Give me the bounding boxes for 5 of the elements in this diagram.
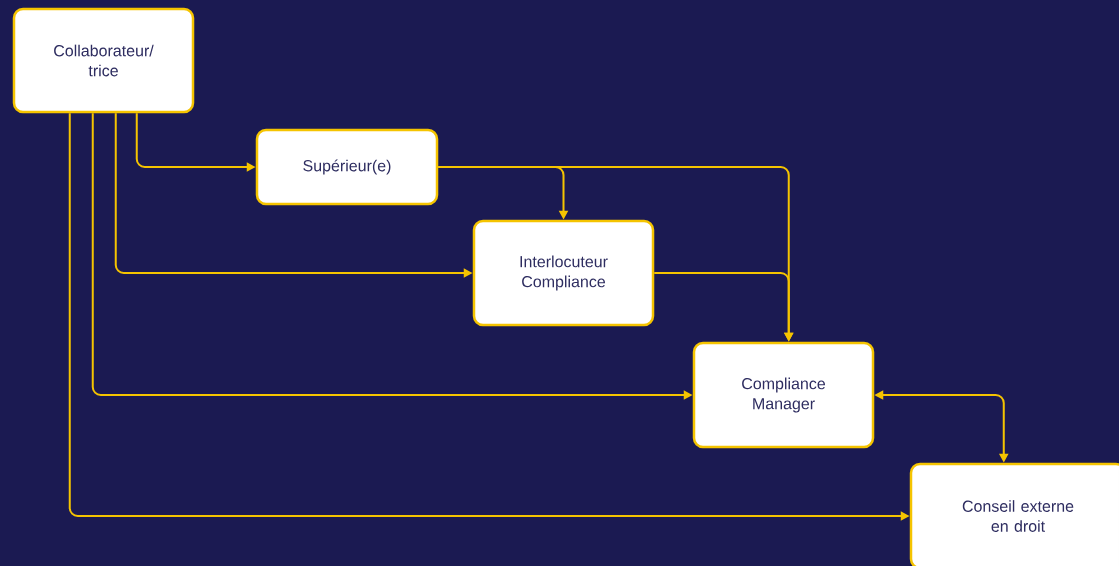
process-box: Collaborateur/ trice — [12, 7, 195, 114]
process-box: Conseil externe en droit — [909, 462, 1119, 566]
process-box: Compliance Manager — [692, 341, 875, 449]
process-box: Supérieur(e) — [255, 128, 439, 206]
process-box: Interlocuteur Compliance — [472, 219, 655, 327]
